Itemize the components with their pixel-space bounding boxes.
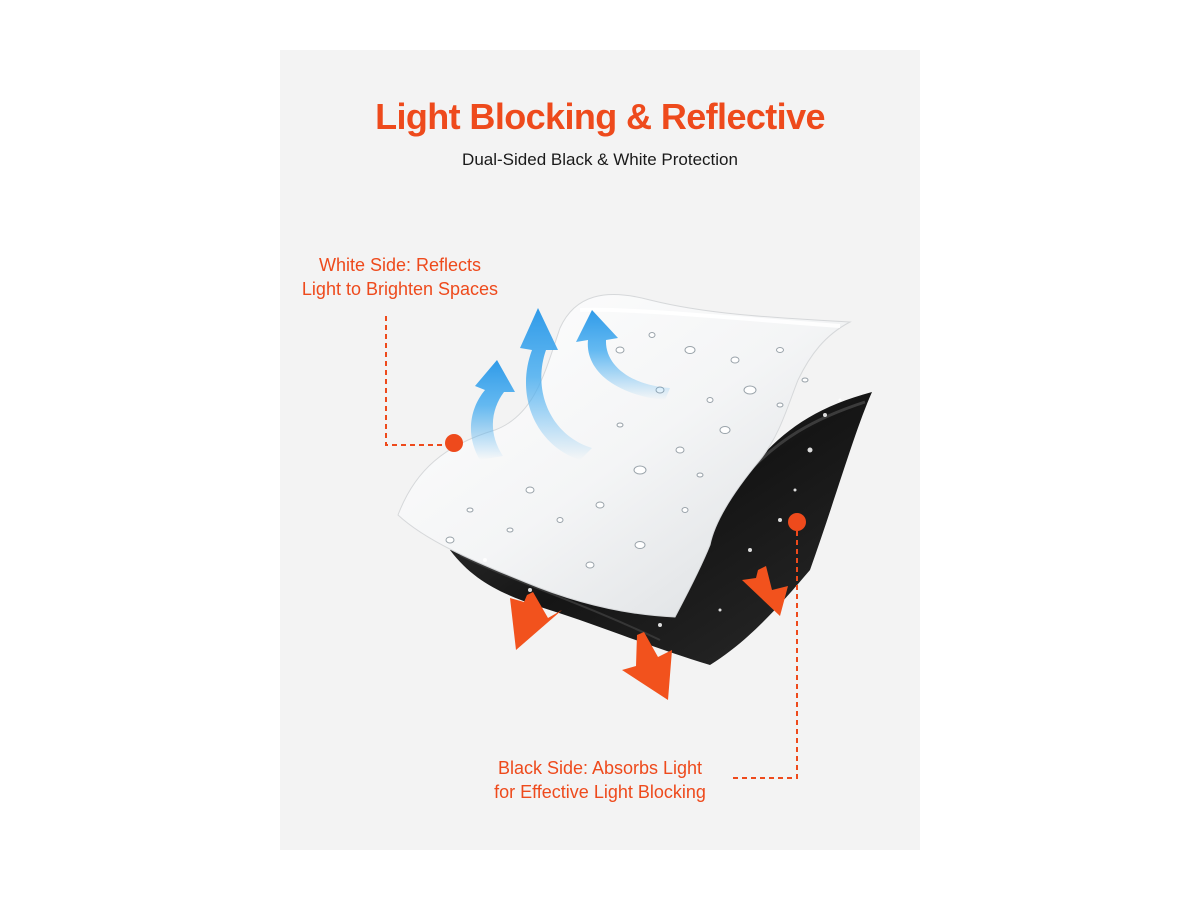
- block-arrow-icon: [510, 566, 788, 700]
- water-drop-icon: [445, 332, 809, 569]
- product-panel: Light Blocking & Reflective Dual-Sided B…: [280, 50, 920, 850]
- black-side-callout: Black Side: Absorbs Light for Effective …: [465, 756, 735, 804]
- page-subtitle: Dual-Sided Black & White Protection: [462, 150, 738, 169]
- black-side-label-line2: for Effective Light Blocking: [494, 782, 706, 802]
- page-title: Light Blocking & Reflective: [375, 96, 825, 137]
- reflect-arrow-icon: [470, 308, 670, 460]
- white-side-label-line1: White Side: Reflects: [318, 255, 482, 275]
- fabric-illustration: [385, 294, 872, 779]
- black-side-label-line1: Black Side: Absorbs Light: [497, 758, 703, 778]
- marker-dot-icon: [445, 434, 463, 452]
- marker-dot-icon: [788, 513, 806, 531]
- white-side-sheet: [397, 294, 852, 618]
- white-side-label-line2: Light to Brighten Spaces: [301, 279, 499, 299]
- white-side-callout: White Side: Reflects Light to Brighten S…: [280, 253, 520, 301]
